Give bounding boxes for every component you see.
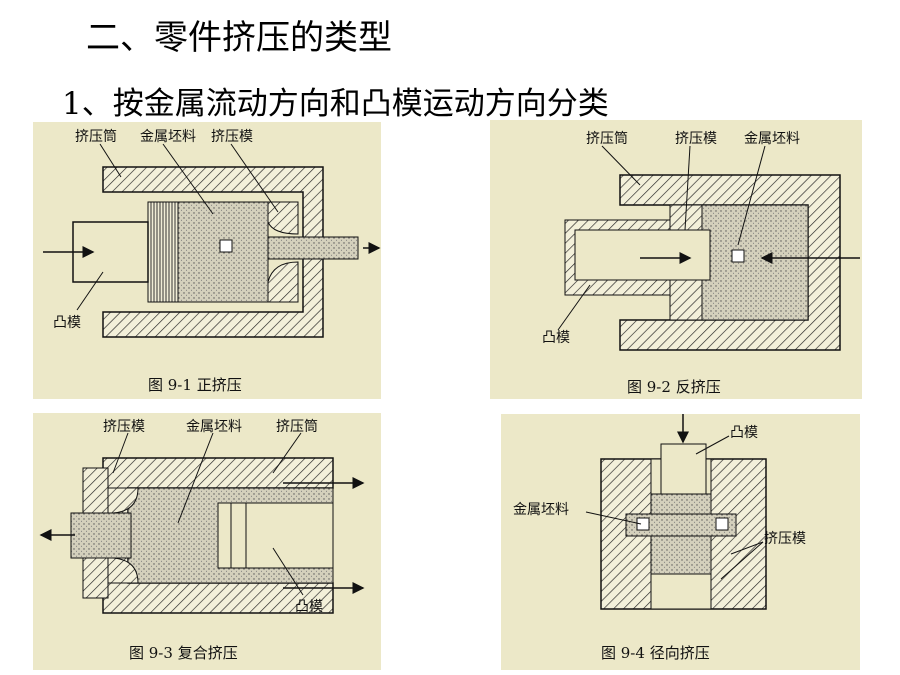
label-cylinder: 挤压筒 xyxy=(276,419,318,435)
label-die: 挤压模 xyxy=(211,129,253,145)
radial-extrusion-diagram xyxy=(585,414,767,610)
label-die: 挤压模 xyxy=(103,419,145,435)
slide-title: 二、零件挤压的类型 xyxy=(86,18,392,58)
figure-forward-extrusion: 挤压筒 金属坯料 挤压模 凸模 图 9-1 正挤压 xyxy=(33,122,381,399)
figure-backward-extrusion: 挤压筒 挤压模 金属坯料 凸模 图 9-2 反挤压 xyxy=(490,120,862,399)
label-punch: 凸模 xyxy=(542,330,570,346)
slide-subtitle: 1、按金属流动方向和凸模运动方向分类 xyxy=(62,86,609,122)
figure-caption: 图 9-2 反挤压 xyxy=(627,378,721,396)
label-billet: 金属坯料 xyxy=(186,419,242,435)
figure-radial-extrusion: 凸模 金属坯料 挤压模 图 9-4 径向挤压 xyxy=(501,414,860,670)
figure-caption: 图 9-1 正挤压 xyxy=(148,376,242,394)
figure-caption: 图 9-3 复合挤压 xyxy=(129,644,238,662)
compound-extrusion-diagram xyxy=(39,432,365,614)
forward-extrusion-diagram xyxy=(43,143,381,338)
label-cylinder: 挤压筒 xyxy=(586,131,628,147)
label-cylinder: 挤压筒 xyxy=(75,129,117,145)
label-billet: 金属坯料 xyxy=(140,129,196,145)
label-punch: 凸模 xyxy=(295,599,323,615)
backward-extrusion-diagram xyxy=(557,145,860,351)
label-die: 挤压模 xyxy=(764,531,806,547)
label-punch: 凸模 xyxy=(730,425,758,441)
label-die: 挤压模 xyxy=(675,131,717,147)
label-punch: 凸模 xyxy=(53,315,81,331)
figure-compound-extrusion: 挤压模 金属坯料 挤压筒 凸模 图 9-3 复合挤压 xyxy=(33,413,381,670)
label-billet: 金属坯料 xyxy=(513,502,569,518)
label-billet: 金属坯料 xyxy=(744,131,800,147)
figure-caption: 图 9-4 径向挤压 xyxy=(601,644,710,662)
